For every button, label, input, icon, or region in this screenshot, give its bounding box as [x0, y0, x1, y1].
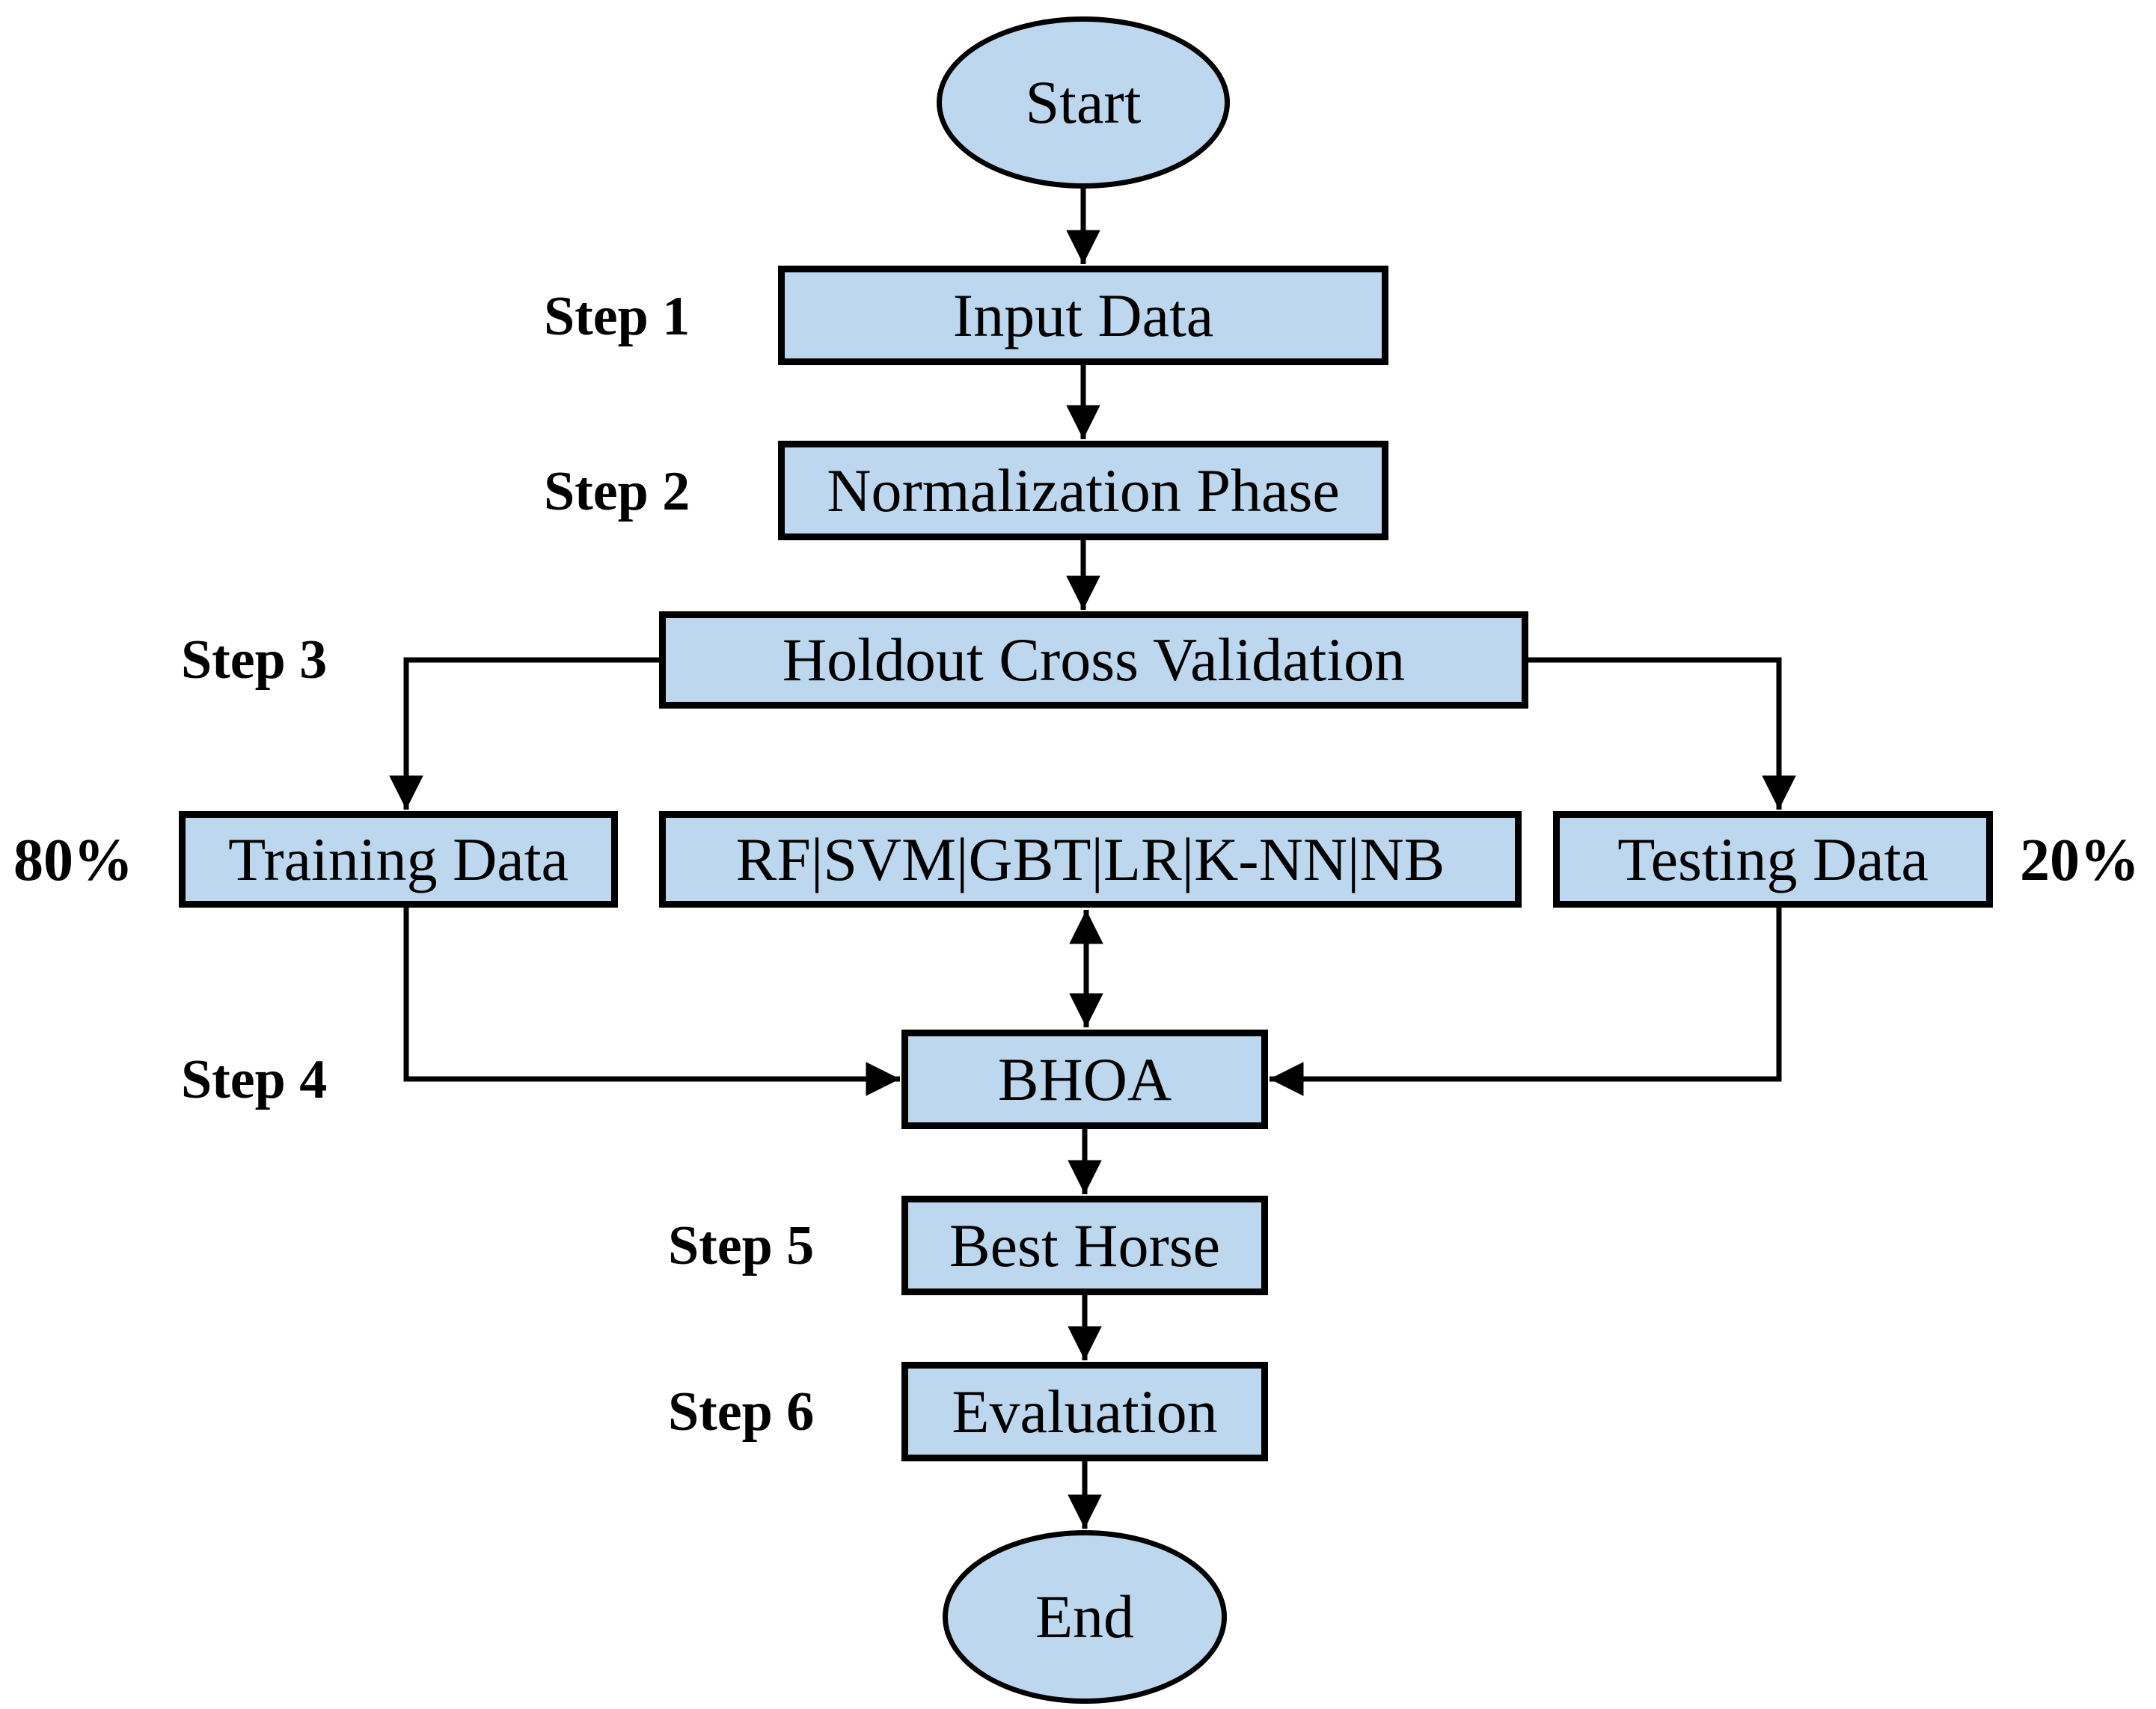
arrow-holdout-to-testing — [1528, 657, 1796, 810]
arrow-training-to-bhoa — [403, 908, 900, 1096]
classifiers-node: RF|SVM|GBT|LR|K-NN|NB — [659, 811, 1522, 908]
step-1-label: Step 1 — [544, 286, 690, 347]
start-node: Start — [937, 16, 1230, 189]
end-node: End — [943, 1530, 1227, 1704]
step-3-label: Step 3 — [181, 629, 328, 691]
arrow-holdout-to-training — [389, 657, 659, 810]
step-4-label: Step 4 — [181, 1049, 328, 1110]
input-data-node: Input Data — [778, 266, 1388, 365]
evaluation-node: Evaluation — [901, 1362, 1268, 1461]
normalization-node: Normalization Phase — [778, 441, 1388, 540]
step-6-label: Step 6 — [668, 1381, 815, 1443]
testing-data-node: Testing Data — [1553, 811, 1993, 908]
best-horse-node: Best Horse — [901, 1196, 1268, 1295]
training-split-80pct-label: 80% — [13, 828, 133, 893]
bhoa-node: BHOA — [901, 1030, 1268, 1129]
training-data-node: Training Data — [179, 811, 618, 908]
testing-split-20pct-label: 20% — [2020, 828, 2140, 893]
step-2-label: Step 2 — [544, 461, 690, 522]
holdout-cross-validation-node: Holdout Cross Validation — [659, 611, 1528, 709]
step-5-label: Step 5 — [668, 1215, 815, 1277]
arrow-testing-to-bhoa — [1270, 908, 1782, 1096]
